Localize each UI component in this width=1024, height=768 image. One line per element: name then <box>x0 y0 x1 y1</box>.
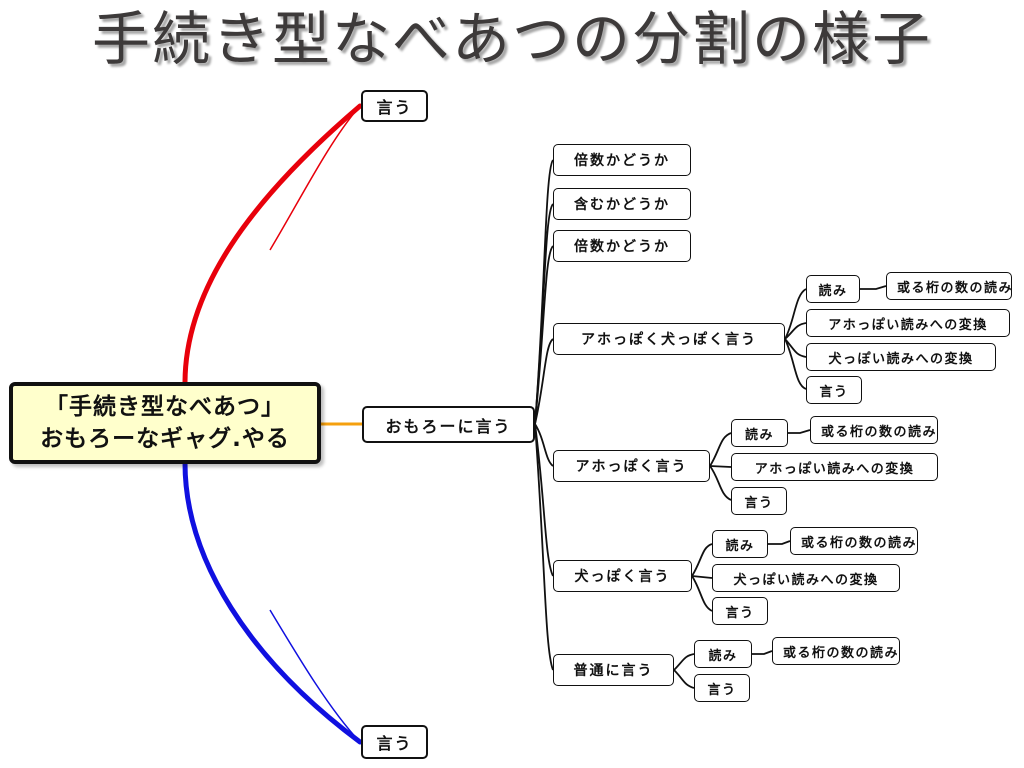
slide-title: 手続き型なべあつの分割の様子 <box>91 5 932 73</box>
say-node[interactable]: 言う <box>731 487 787 515</box>
mode-node-aho-inu[interactable]: アホっぽく犬っぽく言う <box>553 323 785 355</box>
middle-node[interactable]: おもろーに言う <box>362 406 535 443</box>
say-node[interactable]: 言う <box>694 674 750 702</box>
check-node[interactable]: 含むかどうか <box>553 188 691 220</box>
root-node-line1: 「手続き型なべあつ」 <box>45 394 285 420</box>
root-node-line2: おもろーなギャグ.やる <box>40 426 290 452</box>
conversion-node[interactable]: 犬っぽい読みへの変換 <box>712 564 900 592</box>
mode-node-inu[interactable]: 犬っぽく言う <box>553 560 692 592</box>
mode-node-aho[interactable]: アホっぽく言う <box>553 450 710 482</box>
conversion-node[interactable]: アホっぽい読みへの変換 <box>731 453 938 481</box>
read-detail-node[interactable]: 或る桁の数の読み <box>810 416 938 444</box>
read-detail-node[interactable]: 或る桁の数の読み <box>772 637 900 665</box>
check-node[interactable]: 倍数かどうか <box>553 144 691 176</box>
say-node[interactable]: 言う <box>806 376 862 404</box>
read-detail-node[interactable]: 或る桁の数の読み <box>790 527 918 555</box>
read-node[interactable]: 読み <box>731 419 788 447</box>
bottom-leaf-node[interactable]: 言う <box>361 725 428 759</box>
read-detail-node[interactable]: 或る桁の数の読み <box>886 272 1012 300</box>
branch-top-connector <box>182 103 363 386</box>
conversion-node[interactable]: 犬っぽい読みへの変換 <box>806 343 996 371</box>
conversion-node[interactable]: アホっぽい読みへの変換 <box>806 309 1010 337</box>
read-node[interactable]: 読み <box>694 640 752 668</box>
mode-node-normal[interactable]: 普通に言う <box>553 654 674 686</box>
root-node[interactable]: 「手続き型なべあつ」 おもろーなギャグ.やる <box>9 382 321 464</box>
say-node[interactable]: 言う <box>712 597 768 625</box>
branch-bottom-connector <box>182 460 363 745</box>
read-node[interactable]: 読み <box>712 530 768 558</box>
read-node[interactable]: 読み <box>806 275 860 303</box>
check-node[interactable]: 倍数かどうか <box>553 230 691 262</box>
top-leaf-node[interactable]: 言う <box>361 90 428 122</box>
